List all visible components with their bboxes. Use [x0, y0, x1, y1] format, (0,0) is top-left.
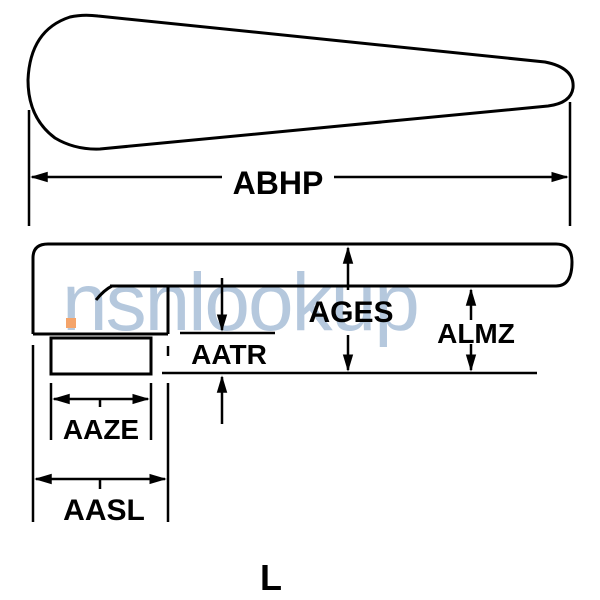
- aatr-label: AATR: [191, 339, 267, 370]
- aasl-label: AASL: [63, 494, 145, 527]
- watermark-dot: [66, 318, 76, 328]
- almz-label: ALMZ: [437, 318, 515, 349]
- hub-fillet: [94, 284, 113, 301]
- abhp-label: ABHP: [233, 165, 324, 201]
- side-view-outline: [31, 242, 574, 334]
- ages-label: AGES: [308, 296, 393, 329]
- boss-outline: [49, 336, 153, 376]
- style-code-label: L: [260, 557, 282, 598]
- aaze-label: AAZE: [63, 414, 139, 445]
- top-view-outline: [26, 13, 575, 151]
